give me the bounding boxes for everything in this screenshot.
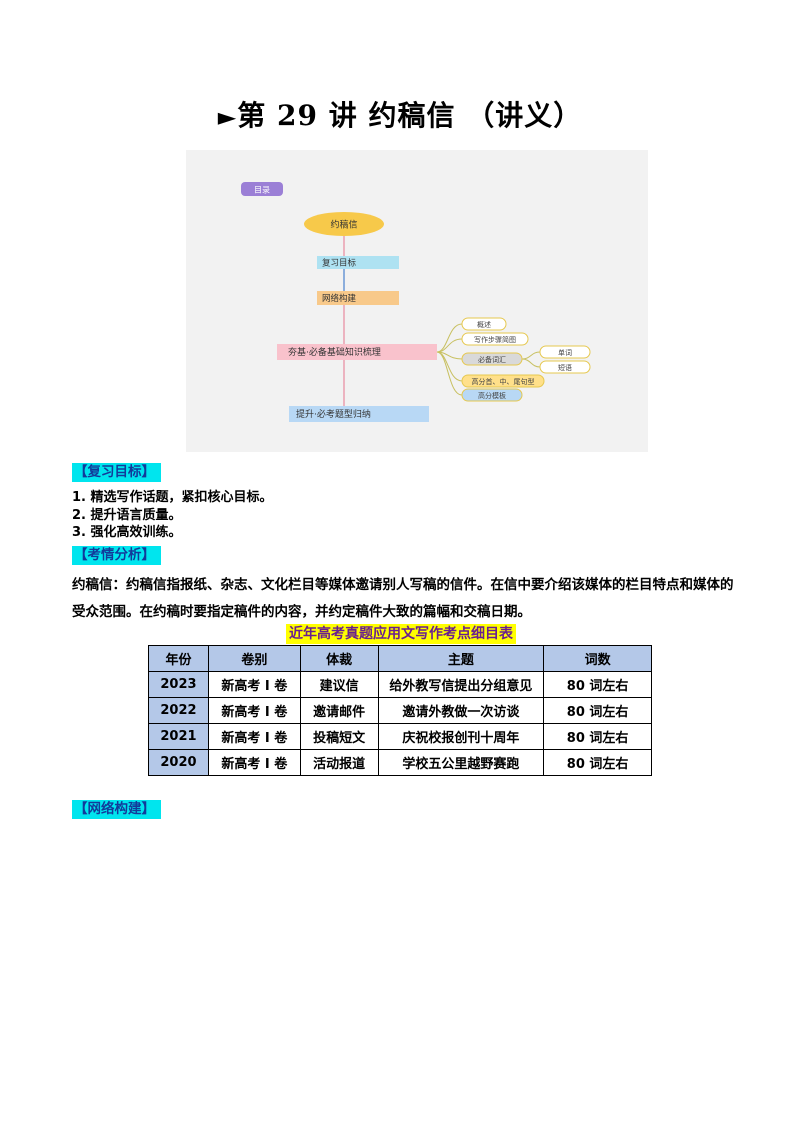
table-cell: 新高考 I 卷 [207, 697, 301, 724]
table-row: 2023 新高考 I 卷 建议信 给外教写信提出分组意见 80 词左右 [148, 671, 652, 698]
mindmap-branch-box [461, 332, 529, 346]
mindmap-header-box [241, 182, 283, 196]
header-cell: 主题 [377, 645, 545, 672]
mindmap-node-box [289, 406, 429, 422]
mindmap-node: 网络构建 [322, 293, 357, 304]
exam-points-table: 年份 卷别 体裁 主题 词数 2023 新高考 I 卷 建议信 给外教写信提出分… [148, 645, 652, 776]
mindmap-sub-branch: 短语 [558, 363, 572, 372]
mindmap-figure: 目录 约稿信 复习目标 网络构建 夯基·必备基础知识梳理 提升·必考题型归纳 概… [186, 150, 648, 452]
year-cell: 2023 [148, 671, 209, 698]
mindmap-root-shape [304, 212, 384, 236]
list-item: 3. 强化高效训练。 [72, 525, 182, 540]
mindmap-branch-lines [436, 323, 541, 396]
table-cell: 80 词左右 [543, 749, 652, 776]
list-item: 1. 精选写作话题，紧扣核心目标。 [72, 490, 273, 505]
header-cell: 年份 [148, 645, 209, 672]
analysis-paragraph: 约稿信：约稿信指报纸、杂志、文化栏目等媒体邀请别人写稿的信件。在信中要介绍该媒体… [72, 577, 734, 620]
header-cell: 词数 [543, 645, 652, 672]
table-row: 2022 新高考 I 卷 邀请邮件 邀请外教做一次访谈 80 词左右 [148, 697, 652, 724]
year-cell: 2022 [148, 697, 209, 724]
table-cell: 邀请外教做一次访谈 [377, 697, 545, 724]
list-item: 2. 提升语言质量。 [72, 507, 182, 523]
year-cell: 2020 [148, 749, 209, 776]
table-cell: 活动报道 [299, 749, 379, 776]
mindmap-branch: 写作步骤简图 [474, 335, 516, 344]
mindmap-root: 约稿信 [330, 219, 357, 231]
table-header-row: 年份 卷别 体裁 主题 词数 [148, 645, 652, 672]
mindmap-node-box [277, 344, 437, 360]
review-goals-list: 1. 精选写作话题，紧扣核心目标。 2. 提升语言质量。 3. 强化高效训练。 [72, 489, 273, 542]
header-cell: 体裁 [299, 645, 379, 672]
section-network: 【网络构建】 [72, 800, 161, 819]
mindmap-branch: 高分模板 [478, 391, 506, 400]
arrow-icon: ► [217, 102, 238, 131]
mindmap-node-box [317, 256, 399, 269]
table-cell: 80 词左右 [543, 671, 652, 698]
page-title-text: 第 29 讲 约稿信 （讲义） [237, 99, 583, 132]
header-cell: 卷别 [207, 645, 301, 672]
mindmap-header: 目录 [254, 186, 270, 195]
table-cell: 庆祝校报创刊十周年 [377, 723, 545, 750]
table-cell: 新高考 I 卷 [207, 671, 301, 698]
page-title: ►第 29 讲 约稿信 （讲义） [0, 94, 800, 134]
mindmap-branch: 必备词汇 [478, 355, 506, 364]
mindmap-sub-box [539, 345, 591, 359]
year-cell: 2021 [148, 723, 209, 750]
table-cell: 建议信 [299, 671, 379, 698]
table-row: 2021 新高考 I 卷 投稿短文 庆祝校报创刊十周年 80 词左右 [148, 723, 652, 750]
mindmap-node: 提升·必考题型归纳 [296, 408, 371, 420]
mindmap-branch-box [461, 388, 523, 402]
mindmap-branch-box [461, 352, 523, 366]
table-cell: 新高考 I 卷 [207, 749, 301, 776]
section-exam-analysis: 【考情分析】 [72, 546, 161, 565]
mindmap-node: 复习目标 [322, 258, 357, 269]
table-cell: 给外教写信提出分组意见 [377, 671, 545, 698]
mindmap-branch: 概述 [477, 320, 491, 329]
table-cell: 80 词左右 [543, 697, 652, 724]
table-title: 近年高考真题应用文写作考点细目表 [286, 624, 516, 644]
mindmap-sub-box [539, 360, 591, 374]
section-review-goals: 【复习目标】 [72, 463, 161, 482]
table-cell: 学校五公里越野赛跑 [377, 749, 545, 776]
table-cell: 投稿短文 [299, 723, 379, 750]
table-row: 2020 新高考 I 卷 活动报道 学校五公里越野赛跑 80 词左右 [148, 749, 652, 776]
mindmap-svg: 目录 约稿信 复习目标 网络构建 夯基·必备基础知识梳理 提升·必考题型归纳 概… [241, 182, 591, 422]
mindmap-node: 夯基·必备基础知识梳理 [288, 346, 381, 358]
mindmap-branch: 高分首、中、尾句型 [472, 377, 535, 386]
mindmap-node-box [317, 291, 399, 305]
table-cell: 新高考 I 卷 [207, 723, 301, 750]
mindmap-branch-box [461, 317, 507, 331]
table-cell: 邀请邮件 [299, 697, 379, 724]
mindmap-branch-box [461, 374, 545, 388]
table-cell: 80 词左右 [543, 723, 652, 750]
mindmap-sub-branch: 单词 [558, 348, 572, 357]
